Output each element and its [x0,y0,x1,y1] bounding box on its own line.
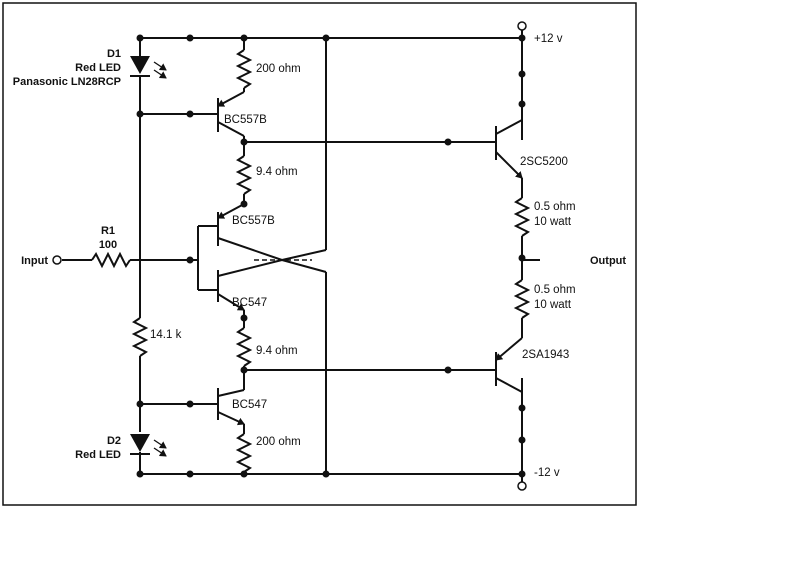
negative-rail [140,378,527,491]
re-bottom-resistor-symbol [513,279,531,319]
re-bottom-power-label: 10 watt [534,299,572,311]
resistor-200-top-symbol [235,49,253,89]
supply-pos-label: +12 v [534,33,563,45]
q-bottom-input-symbol [217,259,283,311]
junction-dots [136,34,526,478]
positive-rail [140,21,527,140]
d1-name-label: D1 [107,48,121,60]
re-top-resistor-symbol [513,197,531,237]
q-top-input-symbol [217,203,283,261]
r-top-label: 200 ohm [256,63,301,75]
re-bottom-value-label: 0.5 ohm [534,284,576,296]
input-label: Input [21,255,48,267]
r-mid-top-label: 9.4 ohm [256,166,298,178]
q-out-pnp-symbol [476,337,523,393]
d1-part-label: Panasonic LN28RCP [13,76,121,88]
q-out-npn-symbol [476,119,523,179]
r-bottom-label: 200 ohm [256,436,301,448]
r1-name-label: R1 [101,225,115,237]
r1-resistor-symbol [91,251,131,269]
diagram-frame [2,2,637,506]
d1-type-label: Red LED [75,62,121,74]
q-bottom-mirror-symbol [140,388,245,426]
q-out-pnp-label: 2SA1943 [522,349,569,361]
q-top-mirror-label: BC557B [224,114,267,126]
bias-resistor-symbol [131,317,149,357]
re-top-value-label: 0.5 ohm [534,201,576,213]
r-bias-label: 14.1 k [150,329,182,341]
resistor-9-4-bottom-symbol [235,327,253,367]
q-out-npn-label: 2SC5200 [520,156,568,168]
d1-led-symbol [130,56,167,79]
r-mid-bottom-label: 9.4 ohm [256,345,298,357]
q-bottom-input-label: BC547 [232,297,267,309]
supply-neg-label: -12 v [534,467,560,479]
r1-value-label: 100 [99,239,117,251]
resistor-200-bottom-symbol [235,433,253,473]
d2-led-symbol [130,434,167,457]
output-label: Output [590,255,626,267]
resistor-9-4-top-symbol [235,155,253,195]
q-top-mirror-symbol [140,91,245,137]
q-bottom-mirror-label: BC547 [232,399,267,411]
d2-type-label: Red LED [75,449,121,461]
d2-name-label: D2 [107,435,121,447]
re-top-power-label: 10 watt [534,216,572,228]
q-top-input-label: BC557B [232,215,275,227]
